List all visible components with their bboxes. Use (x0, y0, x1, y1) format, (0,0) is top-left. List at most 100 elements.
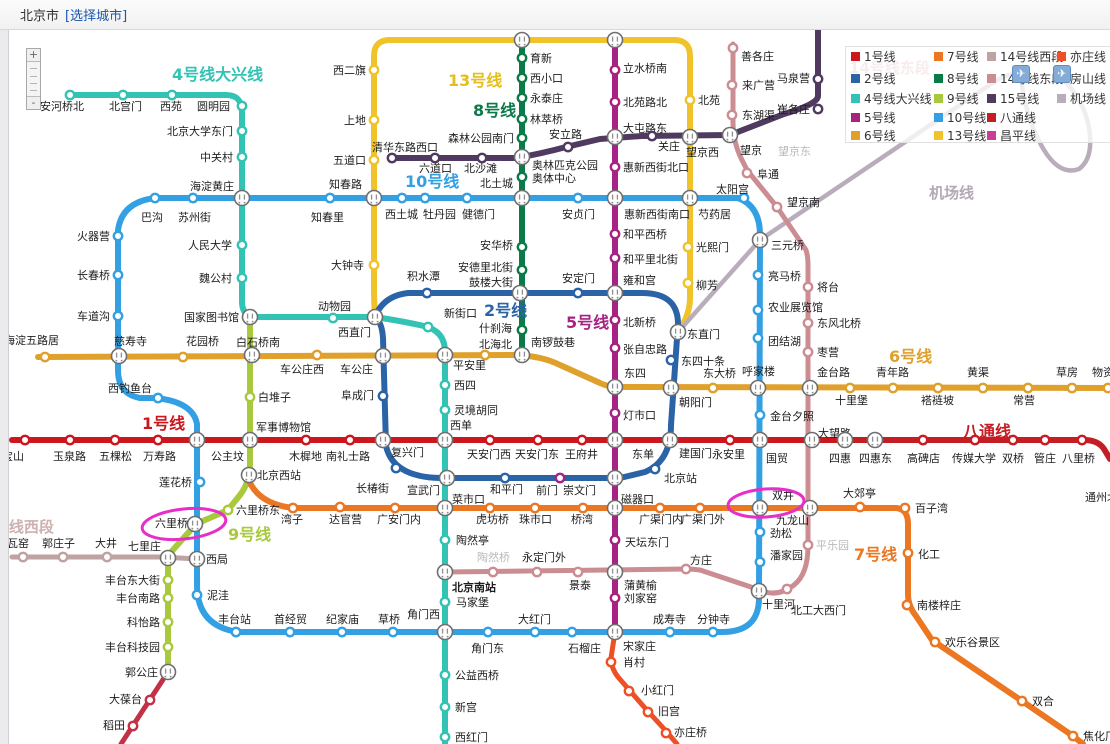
station-育新[interactable] (516, 52, 528, 64)
station-东风北桥[interactable] (802, 317, 814, 329)
station-什刹海[interactable] (516, 324, 528, 336)
station-安华桥[interactable] (516, 241, 528, 253)
station-西四[interactable] (439, 379, 451, 391)
station-劲松[interactable] (754, 526, 766, 538)
station-永安里[interactable] (724, 434, 736, 446)
station-东大桥[interactable] (707, 382, 719, 394)
station-北海北[interactable] (479, 349, 491, 361)
station-崔各庄[interactable] (812, 103, 824, 115)
station-黄渠[interactable] (977, 382, 989, 394)
station-白石桥南[interactable] (243, 346, 261, 364)
station-平安里[interactable] (436, 346, 454, 364)
station-安贞门[interactable] (572, 192, 584, 204)
station-动物园[interactable] (327, 312, 339, 324)
station-木樨地[interactable] (300, 434, 312, 446)
station-蒲黄榆[interactable] (606, 563, 624, 581)
station-十里堡[interactable] (844, 382, 856, 394)
station-和平里北街[interactable] (609, 252, 621, 264)
station-东湖渠[interactable] (726, 109, 738, 121)
station-西直门[interactable] (366, 308, 384, 326)
station-小红门[interactable] (623, 685, 635, 697)
station-海淀五路居[interactable] (39, 351, 51, 363)
station-东直门[interactable] (669, 323, 687, 341)
station-张自忠路[interactable] (609, 342, 621, 354)
station-车公庄西[interactable] (311, 349, 323, 361)
station-平乐园[interactable] (802, 539, 814, 551)
station-大葆台[interactable] (144, 694, 156, 706)
station-农业展览馆[interactable] (752, 304, 764, 316)
station-复兴门[interactable] (374, 431, 392, 449)
station-军事博物馆[interactable] (241, 431, 259, 449)
station-广安门内[interactable] (389, 502, 401, 514)
station-新街口[interactable] (422, 321, 434, 333)
station-健德门[interactable] (461, 192, 473, 204)
station-南礼士路[interactable] (344, 434, 356, 446)
zoom-out-button[interactable]: - (27, 96, 40, 109)
station-人民大学[interactable] (236, 239, 248, 251)
station-惠新西街南口[interactable] (606, 189, 624, 207)
station-安德里北街[interactable] (516, 264, 528, 276)
station-关庄[interactable] (646, 130, 658, 142)
station-安立路[interactable] (562, 141, 574, 153)
station-马泉营[interactable] (812, 73, 824, 85)
station-西红门[interactable] (439, 731, 451, 743)
station-欢乐谷景区[interactable] (929, 636, 941, 648)
station-天坛东门[interactable] (609, 534, 621, 546)
station-大瓦窑[interactable] (17, 551, 29, 563)
station-上地[interactable] (368, 114, 380, 126)
station-十里河[interactable] (750, 582, 768, 600)
station-泥洼[interactable] (191, 589, 203, 601)
station-王府井[interactable] (576, 434, 588, 446)
station-海淀黄庄[interactable] (233, 189, 251, 207)
station-郭庄子[interactable] (57, 551, 69, 563)
station-珠市口[interactable] (529, 502, 541, 514)
station-湾子[interactable] (287, 502, 299, 514)
station-慈寿寺[interactable] (110, 347, 128, 365)
zoom-slider-track[interactable] (27, 62, 40, 96)
station-北宫门[interactable] (117, 89, 129, 101)
station-善各庄[interactable] (727, 42, 739, 54)
station-北新桥[interactable] (609, 314, 621, 326)
station-西苑[interactable] (166, 89, 178, 101)
station-四惠东[interactable] (866, 431, 884, 449)
station-双桥[interactable] (1007, 434, 1019, 446)
station-磁器口[interactable] (606, 499, 624, 517)
station-东四[interactable] (606, 378, 624, 396)
station-森林公园南门[interactable] (516, 132, 528, 144)
station-西小口[interactable] (516, 72, 528, 84)
station-虎坊桥[interactable] (484, 502, 496, 514)
station-立水桥[interactable] (606, 31, 624, 49)
station-前门[interactable] (554, 472, 566, 484)
station-惠新西街北口[interactable] (609, 161, 621, 173)
station-草桥[interactable] (387, 626, 399, 638)
station-北京南站[interactable] (436, 563, 454, 581)
station-火器营[interactable] (112, 230, 124, 242)
station-金台路[interactable] (801, 379, 819, 397)
station-公益西桥[interactable] (439, 669, 451, 681)
station-传媒大学[interactable] (969, 434, 981, 446)
station-呼家楼[interactable] (749, 379, 767, 397)
zoom-control[interactable]: + - (26, 48, 41, 110)
station-国家图书馆[interactable] (241, 308, 259, 326)
station-魏公村[interactable] (236, 272, 248, 284)
zoom-in-button[interactable]: + (27, 48, 40, 62)
station-车道沟[interactable] (112, 310, 124, 322)
station-百子湾[interactable] (899, 502, 911, 514)
station-玉泉路[interactable] (64, 434, 76, 446)
station-五棵松[interactable] (109, 434, 121, 446)
station-大井[interactable] (101, 551, 113, 563)
station-清华东路西口[interactable] (386, 152, 398, 164)
station-纪家庙[interactable] (336, 626, 348, 638)
station-长椿街[interactable] (390, 462, 402, 474)
station-望京[interactable] (721, 126, 739, 144)
station-知春路[interactable] (365, 189, 383, 207)
station-九龙山[interactable] (801, 499, 819, 517)
station-陶然亭[interactable] (439, 534, 451, 546)
station-丰台南路[interactable] (162, 592, 174, 604)
station-焦化厂[interactable] (1067, 730, 1079, 742)
station-安河桥北[interactable] (64, 89, 76, 101)
station-常营[interactable] (1022, 382, 1034, 394)
station-六里桥[interactable] (186, 515, 204, 533)
station-东四十条[interactable] (665, 354, 677, 366)
station-白堆子[interactable] (244, 391, 256, 403)
